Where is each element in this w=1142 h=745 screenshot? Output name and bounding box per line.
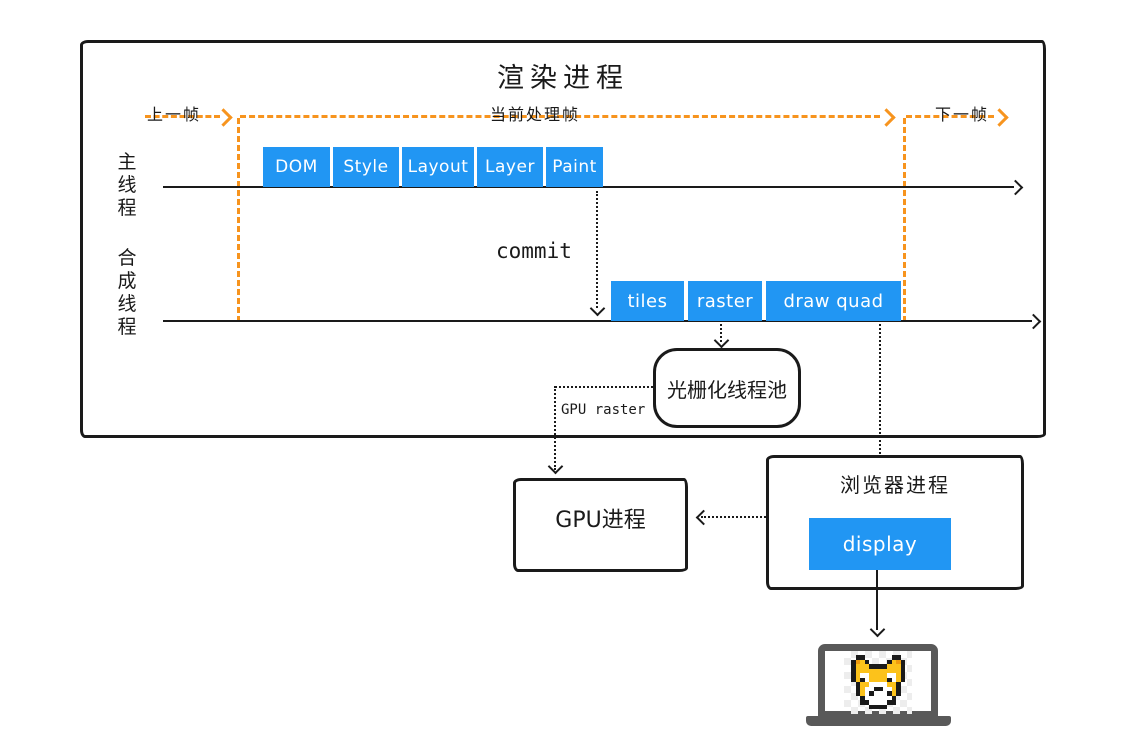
stage-box-layout: Layout [402,147,474,187]
display-to-laptop-arrow-icon [869,621,886,638]
render-process-title: 渲染进程 [497,63,629,94]
gpu-raster-label: GPU raster [561,402,646,418]
browser-to-gpu-arrow-icon [695,509,712,526]
stage-box-layer: Layer [477,147,543,187]
stage-box-draw-quad: draw quad [766,281,901,321]
main-thread-timeline [163,186,1014,188]
frame-line-current-segment [240,115,880,118]
frame-boundary-left-line [237,118,240,322]
draw-quad-to-browser-line [879,324,881,506]
gpu-raster-arrow-icon [547,458,564,475]
commit-label: commit [496,239,572,263]
laptop-base [806,716,951,726]
frame-line-prev-segment [145,115,220,118]
stage-box-tiles: tiles [611,281,684,321]
compositor-timeline [163,320,1032,322]
raster-pool-box: 光栅化线程池 [653,348,801,428]
stage-box-raster: raster [688,281,762,321]
frame-line-next-segment [906,115,994,118]
display-to-laptop-line [876,570,878,630]
raster-pool-label: 光栅化线程池 [667,377,787,402]
current-frame-label: 当前处理帧 [489,105,581,124]
browser-process-label: 浏览器进程 [840,473,950,497]
doge-icon [851,655,905,709]
gpu-raster-line-horizontal [555,386,653,388]
gpu-process-label: GPU进程 [555,508,646,533]
stage-box-paint: Paint [546,147,603,187]
commit-arrow-line [596,191,598,308]
frame-boundary-right-line [903,118,906,322]
gpu-raster-line-vertical [554,386,556,470]
raster-to-pool-line [720,324,722,342]
stage-box-style: Style [333,147,399,187]
browser-to-gpu-line [701,516,766,518]
prev-frame-label: 上一帧 [147,105,202,124]
main-thread-label: 主 线 程 [117,151,137,219]
compositor-thread-label: 合 成 线 程 [117,247,137,338]
display-box: display [809,518,951,570]
next-frame-label: 下一帧 [934,105,990,124]
stage-box-dom: DOM [263,147,330,187]
gpu-process-box: GPU进程 [513,478,688,572]
render-process-box [80,40,1046,438]
